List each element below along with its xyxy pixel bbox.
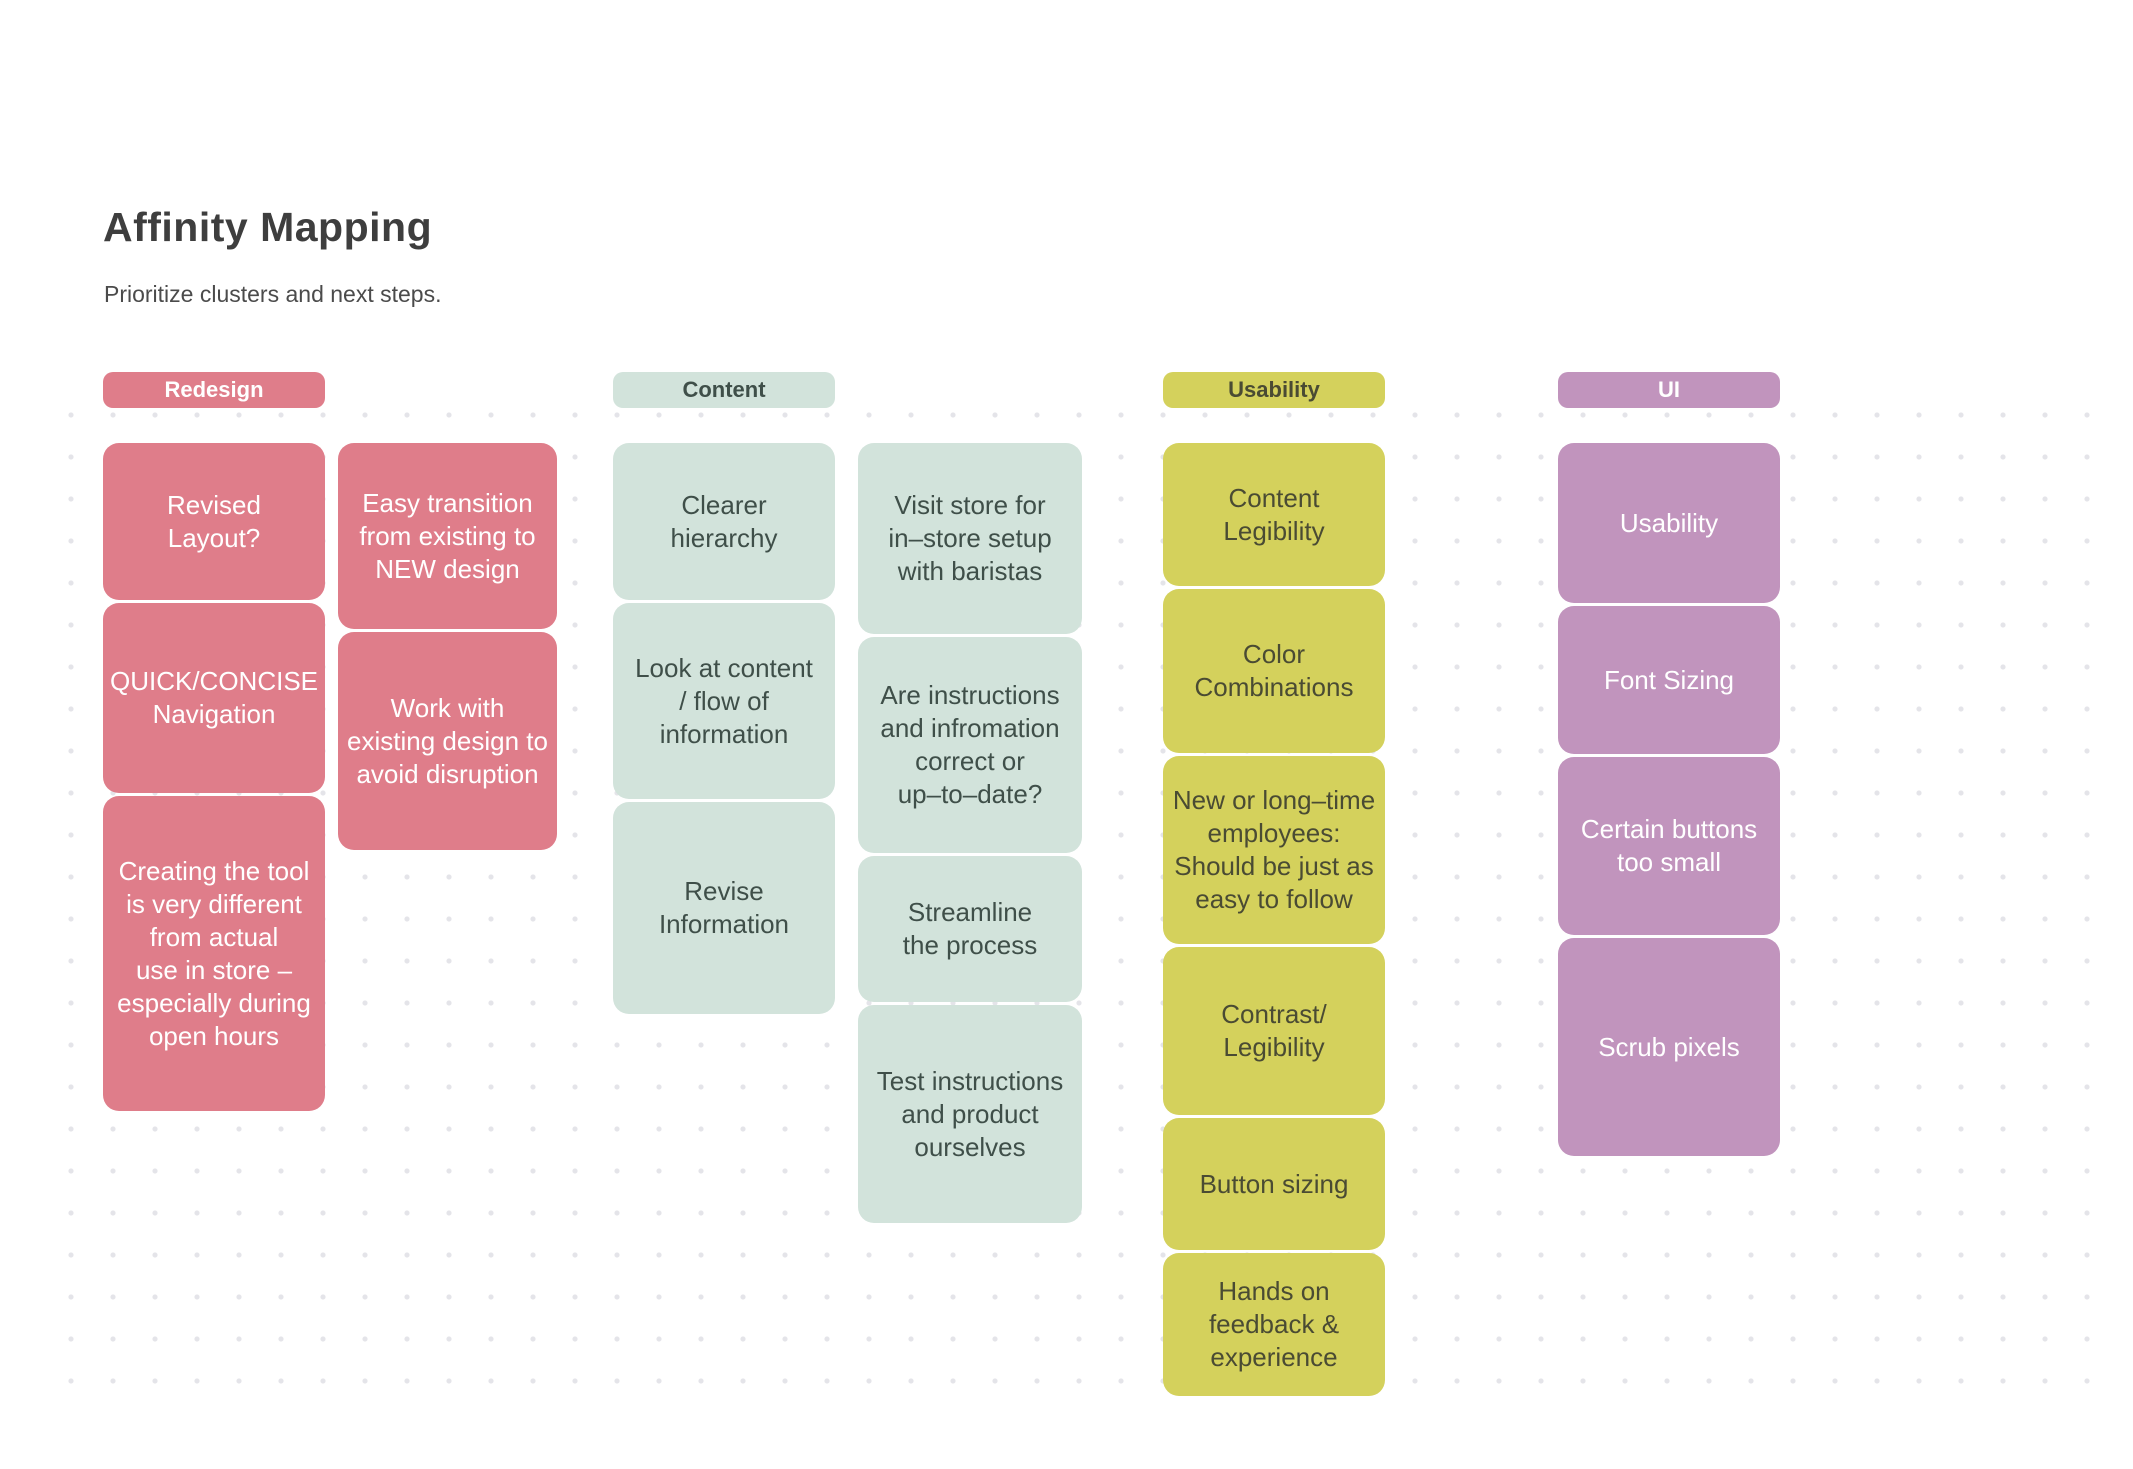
sticky-note[interactable]: Revised Layout? [103,443,325,600]
sticky-note[interactable]: Color Combinations [1163,589,1385,753]
sticky-note[interactable]: Font Sizing [1558,606,1780,754]
sticky-note[interactable]: Revise Information [613,802,835,1014]
page-title: Affinity Mapping [103,204,433,250]
sticky-note[interactable]: Work with existing design to avoid disru… [338,632,557,850]
cluster-label-text: UI [1658,377,1680,402]
sticky-note[interactable]: Are instructions and infromation correct… [858,637,1082,853]
sticky-note[interactable]: Hands on feedback & experience [1163,1253,1385,1396]
cluster-label-text: Content [682,377,766,402]
ui-stack: Usability Font Sizing Certain buttons to… [1558,443,1780,1156]
cluster-label-text: Usability [1228,377,1320,402]
usability-stack: Content Legibility Color Combinations Ne… [1163,443,1385,1396]
cluster-label-ui[interactable]: UI [1558,372,1780,408]
sticky-note[interactable]: Creating the tool is very different from… [103,796,325,1111]
sticky-note[interactable]: Contrast/ Legibility [1163,947,1385,1115]
page-subtitle: Prioritize clusters and next steps. [104,281,442,307]
sticky-note[interactable]: Easy transition from existing to NEW des… [338,443,557,629]
cluster-label-redesign[interactable]: Redesign [103,372,325,408]
sticky-note[interactable]: Test instructions and product ourselves [858,1005,1082,1223]
redesign-stack-a: Revised Layout? QUICK/CONCISE Navigation… [103,443,325,1111]
content-stack-b: Visit store for in–store setup with bari… [858,443,1082,1223]
sticky-note[interactable]: Button sizing [1163,1118,1385,1250]
cluster-label-text: Redesign [164,377,264,402]
sticky-note[interactable]: Look at content / flow of information [613,603,835,799]
sticky-note[interactable]: Certain buttons too small [1558,757,1780,935]
sticky-note[interactable]: Streamline the process [858,856,1082,1002]
sticky-note[interactable]: Usability [1558,443,1780,603]
cluster-label-content[interactable]: Content [613,372,835,408]
sticky-note[interactable]: QUICK/CONCISE Navigation [103,603,325,793]
content-stack-a: Clearer hierarchy Look at content / flow… [613,443,835,1014]
sticky-note[interactable]: Scrub pixels [1558,938,1780,1156]
sticky-note[interactable]: New or long–time employees: Should be ju… [1163,756,1385,944]
sticky-note[interactable]: Content Legibility [1163,443,1385,586]
sticky-note[interactable]: Clearer hierarchy [613,443,835,600]
redesign-stack-b: Easy transition from existing to NEW des… [338,443,557,850]
sticky-note[interactable]: Visit store for in–store setup with bari… [858,443,1082,634]
cluster-label-usability[interactable]: Usability [1163,372,1385,408]
